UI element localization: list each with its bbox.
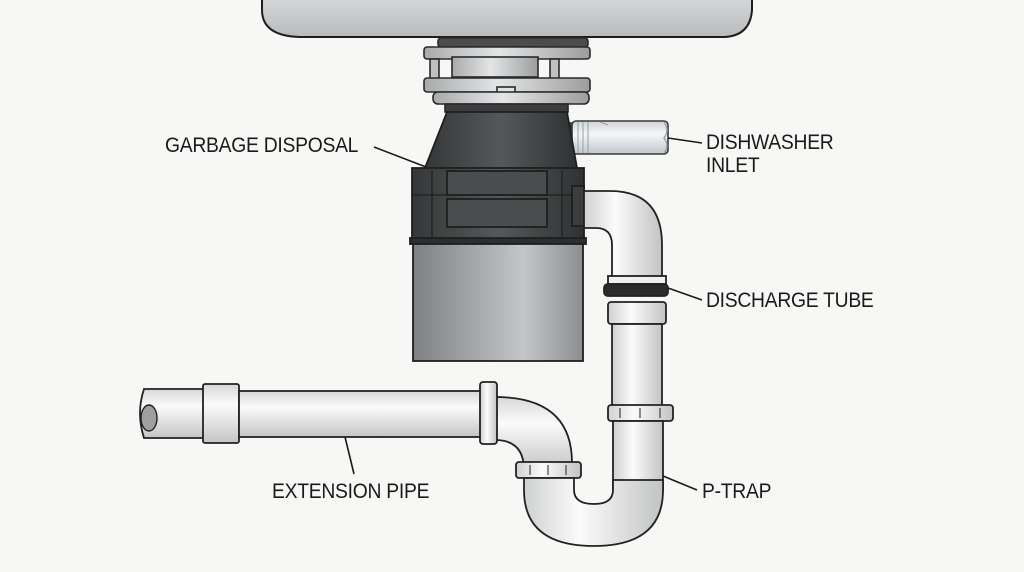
sink-basin — [261, 0, 753, 38]
label-extension-pipe: EXTENSION PIPE — [272, 480, 430, 503]
leader-lines — [344, 137, 703, 491]
label-p-trap: P-TRAP — [702, 480, 772, 503]
p-trap-pipe — [494, 396, 674, 547]
leader-discharge-tube — [667, 287, 703, 301]
label-garbage-disposal: GARBAGE DISPOSAL — [165, 134, 359, 157]
leader-extension-pipe — [344, 436, 355, 475]
leader-p-trap — [662, 475, 698, 491]
discharge-tube-pipe — [583, 190, 669, 409]
mounting-assembly — [423, 37, 591, 113]
leader-dishwasher-inlet — [667, 137, 703, 144]
label-discharge-tube: DISCHARGE TUBE — [706, 289, 874, 312]
extension-pipe-run — [139, 381, 498, 445]
label-dishwasher-inlet: DISHWASHER INLET — [706, 131, 834, 177]
leader-garbage-disposal — [373, 146, 427, 168]
garbage-disposal-unit — [409, 111, 587, 362]
